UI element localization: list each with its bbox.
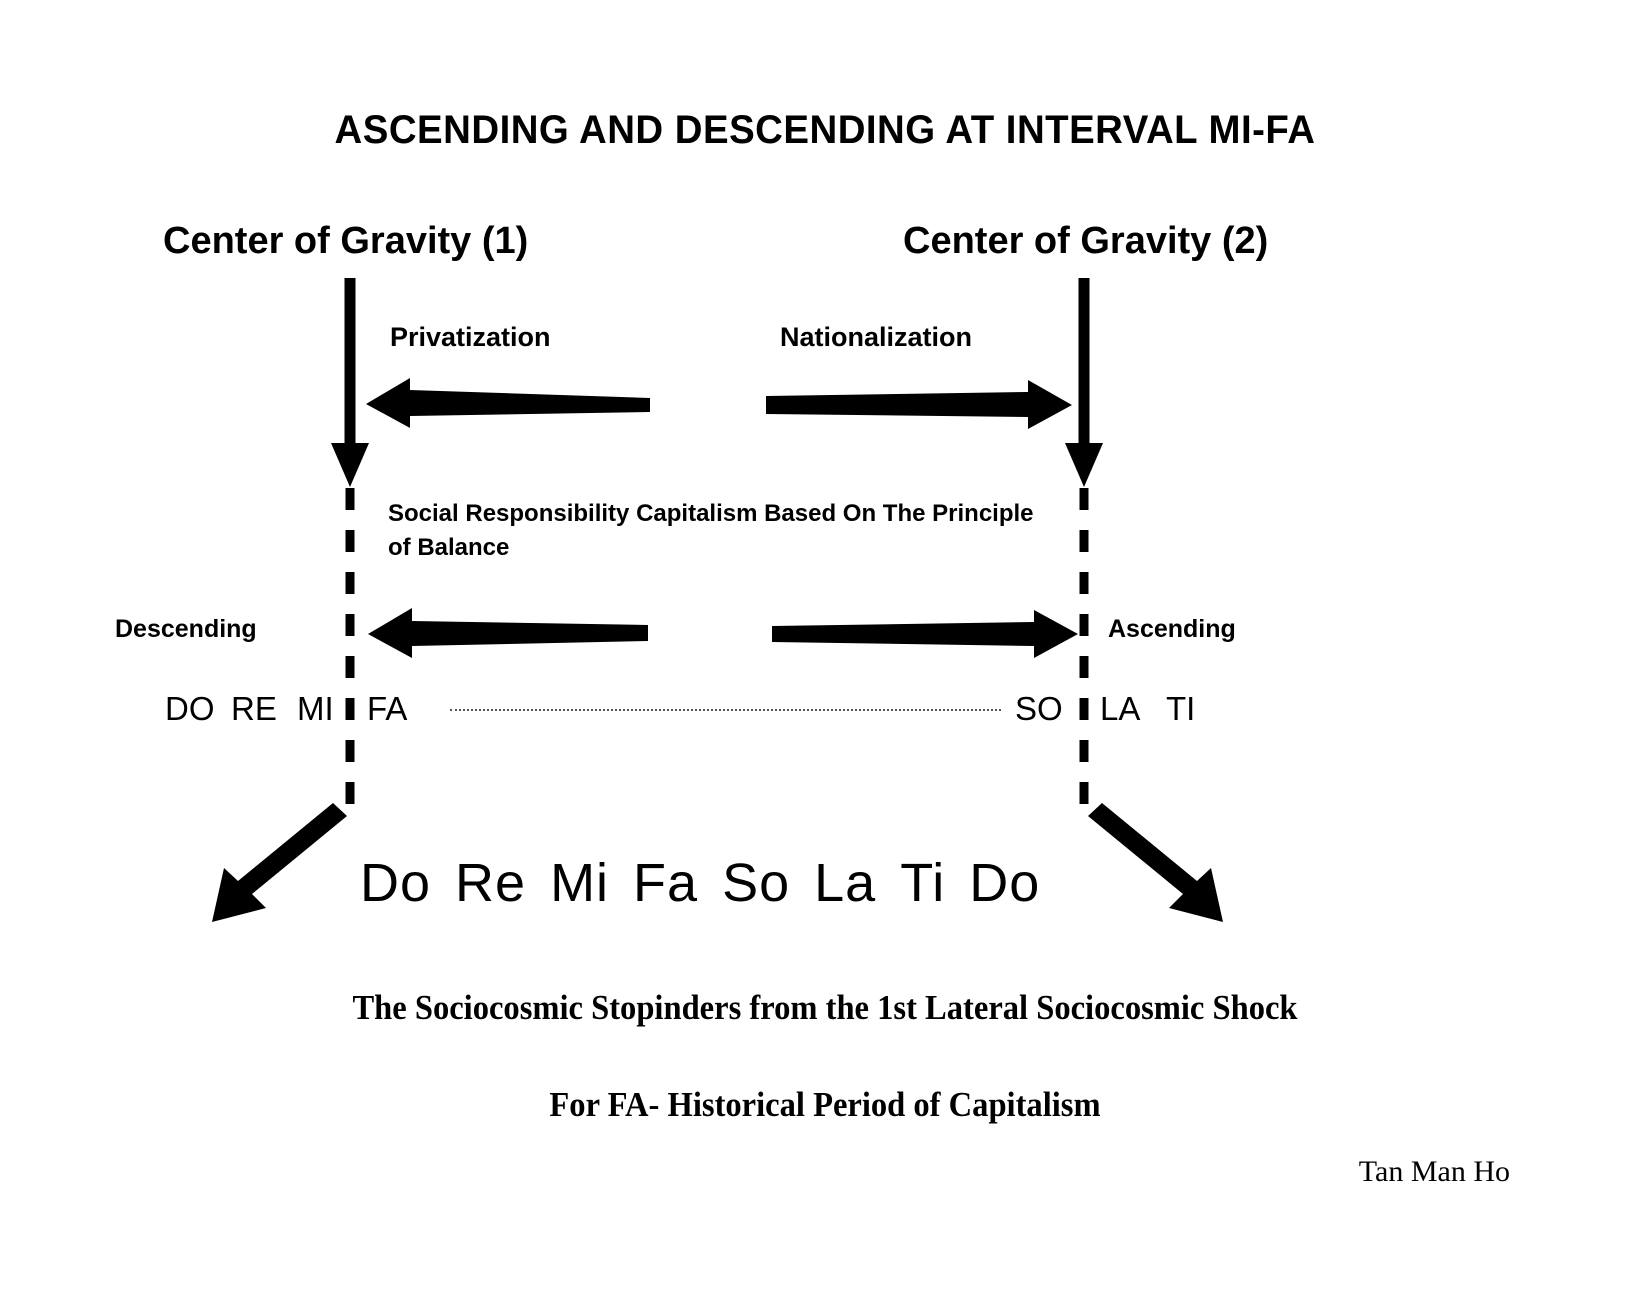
scale-note-do-1: Do <box>360 853 432 913</box>
note-label-so-upper: SO <box>1015 690 1063 727</box>
scale-note-so: So <box>722 853 791 913</box>
arrow-down-left-icon <box>212 803 347 922</box>
page-title: ASCENDING AND DESCENDING AT INTERVAL MI-… <box>334 108 1316 152</box>
center-of-gravity-2-label: Center of Gravity (2) <box>903 220 1269 262</box>
center-of-gravity-1-label: Center of Gravity (1) <box>163 220 529 262</box>
note-label-fa-upper: FA <box>367 690 408 727</box>
author-signature: Tan Man Ho <box>1358 1155 1510 1188</box>
privatization-label: Privatization <box>390 322 551 352</box>
arrow-left-icon <box>368 608 648 658</box>
arrow-down-right-icon <box>1088 803 1223 922</box>
arrow-down-icon <box>331 278 369 487</box>
scale-note-ti: Ti <box>900 853 946 913</box>
balance-principle-note: Social Responsibility Capitalism Based O… <box>388 500 1034 561</box>
arrow-right-icon <box>766 380 1072 429</box>
scale-note-re: Re <box>455 853 527 913</box>
arrow-left-icon <box>366 378 650 428</box>
caption-line-2: For FA- Historical Period of Capitalism <box>549 1085 1101 1124</box>
note-label-re-upper: RE <box>231 690 277 727</box>
arrow-down-icon <box>1065 278 1103 487</box>
ascending-label: Ascending <box>1108 615 1236 643</box>
note-label-mi-upper: MI <box>297 690 334 727</box>
scale-note-mi: Mi <box>550 853 610 913</box>
note-label-ti-upper: TI <box>1166 690 1196 727</box>
note-label-do-upper: DO <box>165 690 215 727</box>
descending-label: Descending <box>115 615 257 643</box>
arrow-right-icon <box>772 610 1078 658</box>
scale-row: Do Re Mi Fa So La Ti Do <box>360 852 1040 914</box>
nationalization-label: Nationalization <box>780 322 973 352</box>
caption-line-1: The Sociocosmic Stopinders from the 1st … <box>352 988 1298 1027</box>
scale-note-fa: Fa <box>633 853 699 913</box>
dotted-horizontal-line-icon <box>450 709 1001 711</box>
scale-note-do-2: Do <box>969 853 1041 913</box>
note-label-la-upper: LA <box>1100 690 1141 727</box>
scale-note-la: La <box>814 853 877 913</box>
